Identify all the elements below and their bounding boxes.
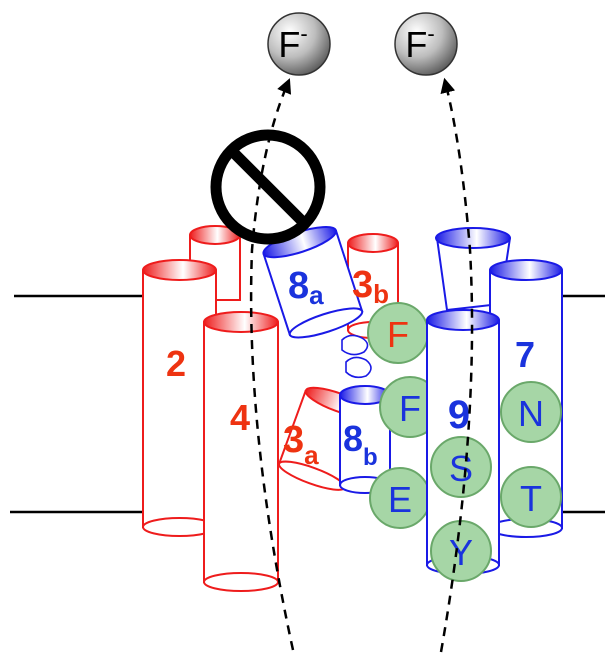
helix-3a-label: 3a	[283, 419, 319, 470]
helix-3b-label: 3b	[352, 264, 389, 309]
ion-left-symbol: F	[278, 24, 300, 65]
ion-left-label: F-	[278, 21, 307, 65]
helix-7-label: 7	[515, 334, 535, 375]
helix-8a	[262, 225, 364, 339]
helix-8a-sub: a	[309, 280, 324, 310]
residue-t-label: T	[520, 478, 542, 519]
residue-y: Y	[430, 520, 492, 582]
residue-e-label: E	[388, 479, 412, 520]
membrane-lines	[10, 294, 605, 514]
helix-3a-number: 3	[283, 419, 304, 461]
residue-s: S	[430, 436, 492, 498]
helix-2-label: 2	[166, 343, 186, 384]
helix-4	[203, 311, 279, 592]
ion-paths	[249, 77, 474, 653]
ion-right-charge: -	[427, 21, 434, 46]
ion-right-label: F-	[405, 21, 434, 65]
helix-8a-label: 8a	[288, 265, 324, 310]
residue-f-top-label: F	[387, 314, 409, 355]
residue-y-label: Y	[449, 532, 473, 573]
helix-9-label: 9	[448, 393, 470, 437]
residue-n-label: N	[518, 393, 544, 434]
helix-8a-number: 8	[288, 265, 309, 307]
residue-t: T	[500, 466, 562, 528]
ion-path-left	[249, 78, 295, 651]
residue-f-mid-label: F	[399, 388, 421, 429]
ion-left-charge: -	[300, 21, 307, 46]
helix-3a-sub: a	[304, 440, 319, 470]
helix-3b-number: 3	[352, 264, 373, 306]
forbidden-sign-icon	[210, 129, 326, 245]
helix-2	[142, 259, 217, 537]
residue-n: N	[500, 381, 562, 443]
helix-labels: 2 4 7 9 8a 3b 3a 8b	[166, 264, 535, 471]
center-loops	[341, 334, 372, 379]
residue-f-mid: F	[379, 376, 441, 438]
ion-left: F-	[267, 12, 331, 76]
residue-f-top: F	[367, 302, 429, 364]
ion-right-symbol: F	[405, 24, 427, 65]
helix-8b-label: 8b	[343, 418, 378, 471]
helix-8b-number: 8	[343, 418, 363, 459]
residue-s-label: S	[449, 448, 473, 489]
helix-8b-sub: b	[363, 444, 378, 471]
helix-3b-sub: b	[373, 279, 389, 309]
helix-4-label: 4	[230, 397, 250, 438]
residue-e: E	[369, 467, 431, 529]
ion-right: F-	[394, 12, 458, 76]
